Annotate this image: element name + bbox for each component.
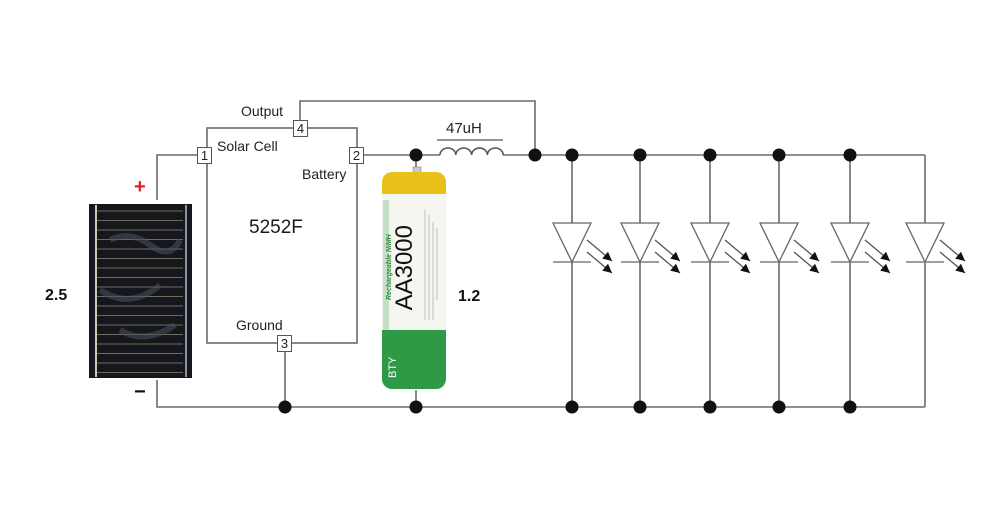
wire-solar-minus <box>156 380 410 408</box>
led-2 <box>619 155 681 407</box>
solar-minus-sign: − <box>134 381 146 403</box>
led-diode-triangle <box>758 222 800 264</box>
pin2-label: Battery <box>302 166 347 182</box>
solar-plus-sign: + <box>134 176 146 198</box>
led-4 <box>758 155 820 407</box>
solar-panel-fingers <box>97 210 183 373</box>
led-light-arrow-head <box>880 263 890 273</box>
battery-type-label: Rechargeable NiMH <box>386 234 393 300</box>
junction-node <box>278 400 292 414</box>
junction-nodes <box>278 148 857 414</box>
led-light-arrow-head <box>809 263 819 273</box>
chip-part-number: 5252F <box>249 217 303 238</box>
junction-node <box>409 400 423 414</box>
battery-green-band-top <box>382 330 446 350</box>
led-light-arrow-head <box>955 251 965 261</box>
led-6 <box>904 222 966 274</box>
battery-cap-band <box>382 185 446 194</box>
battery-shade <box>383 200 389 330</box>
led-light-arrow-head <box>955 263 965 273</box>
junction-node <box>703 148 717 162</box>
led-light-arrow-head <box>670 263 680 273</box>
junction-node <box>772 400 786 414</box>
solar-voltage-label: 2.5 <box>45 287 68 304</box>
solar-panel-edge <box>185 205 187 377</box>
solar-panel-reflection <box>98 233 183 340</box>
pin1-box: 1 <box>197 147 212 164</box>
led-array <box>551 155 966 407</box>
junction-node <box>633 148 647 162</box>
junction-node <box>843 148 857 162</box>
pin2-box: 2 <box>349 147 364 164</box>
wire-output <box>299 100 536 155</box>
led-light-arrow-head <box>670 251 680 261</box>
inductor-coil <box>439 147 504 156</box>
led-1 <box>551 155 613 407</box>
junction-node <box>703 400 717 414</box>
pin4-box: 4 <box>293 120 308 137</box>
led-light-arrow-head <box>740 263 750 273</box>
led-5 <box>829 155 891 407</box>
junction-node <box>843 400 857 414</box>
battery-cell <box>382 166 446 389</box>
pin1-label: Solar Cell <box>217 138 278 154</box>
pin3-box: 3 <box>277 335 292 352</box>
led-light-arrow-head <box>602 251 612 261</box>
led-light-arrow-head <box>809 251 819 261</box>
battery-voltage-label: 1.2 <box>458 288 481 305</box>
led-light-arrow-head <box>740 251 750 261</box>
solar-panel <box>89 204 192 378</box>
battery-model-label: AA3000 <box>391 225 418 311</box>
junction-node <box>528 148 542 162</box>
led-light-arrow-head <box>602 263 612 273</box>
battery-brand-label: BTY <box>387 356 399 378</box>
junction-node <box>633 400 647 414</box>
led-diode-triangle <box>689 222 731 264</box>
solar-panel-busbar <box>95 205 97 377</box>
led-diode-triangle <box>829 222 871 264</box>
junction-node <box>772 148 786 162</box>
led-diode-triangle <box>904 222 946 264</box>
junction-node <box>409 148 423 162</box>
led-3 <box>689 155 751 407</box>
pin4-label: Output <box>241 103 284 119</box>
inductor-value-label: 47uH <box>446 120 482 137</box>
led-diode-triangle <box>619 222 661 264</box>
led-light-arrow-head <box>880 251 890 261</box>
wire-solar-plus <box>156 154 203 200</box>
battery-fine-print <box>424 210 438 320</box>
junction-node <box>565 400 579 414</box>
pin3-label: Ground <box>236 317 283 333</box>
led-diode-triangle <box>551 222 593 264</box>
junction-node <box>565 148 579 162</box>
